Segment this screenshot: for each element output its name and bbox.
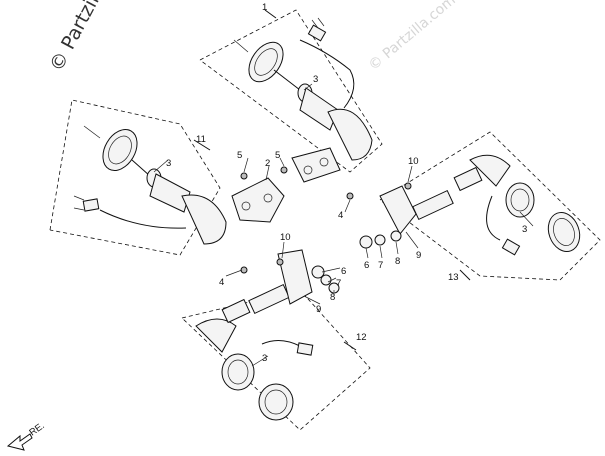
stalk-12 (248, 283, 290, 315)
stalk-13 (412, 189, 454, 221)
lens-cover-1 (327, 108, 373, 161)
callout-11: 11 (196, 134, 206, 145)
callout-3-assembly-1: 3 (313, 74, 318, 85)
callout-7-lower: 7 (336, 278, 341, 289)
signal-assembly-13 (359, 131, 601, 281)
callout-5-right: 5 (275, 150, 280, 161)
lens-11 (102, 129, 138, 171)
direction-label: RE. (27, 420, 46, 438)
nut-8b (328, 282, 340, 294)
callout-10-lower: 10 (280, 232, 291, 243)
signal-assembly-11 (49, 99, 227, 256)
lens-1 (248, 41, 284, 83)
housing-1 (299, 87, 339, 131)
housing-13 (453, 166, 483, 192)
bolt-5b (280, 166, 288, 174)
signal-assembly-1 (199, 9, 383, 183)
callout-10-right: 10 (408, 156, 419, 167)
plate-9b (277, 249, 313, 305)
direction-arrow-icon (6, 433, 33, 451)
housing-11 (149, 173, 191, 213)
callout-7-right: 7 (378, 260, 383, 271)
nut-8a (390, 230, 402, 242)
callout-13: 13 (448, 272, 459, 283)
callout-8-right: 8 (395, 256, 400, 267)
bolt-10b (276, 258, 284, 266)
callout-9-right: 9 (416, 250, 421, 261)
leader-lines (153, 83, 534, 367)
bolt-4b (240, 266, 248, 274)
plate-9a (379, 185, 417, 235)
reflector-13 (547, 212, 581, 252)
callout-6-right: 6 (364, 260, 369, 271)
lens-cover-12 (195, 318, 237, 353)
callout-4-lower: 4 (219, 277, 224, 288)
reflector-12 (258, 383, 294, 421)
lens-13 (505, 182, 535, 218)
connector-11 (82, 198, 100, 212)
housing-12 (221, 298, 251, 324)
bolt-5a (240, 172, 248, 180)
washer-6a (359, 235, 373, 249)
mount-bracket-2 (231, 177, 285, 223)
callout-5-left: 5 (237, 150, 242, 161)
connector-1 (307, 24, 327, 42)
callout-8-lower: 8 (330, 292, 335, 303)
spacer-7b (320, 274, 332, 286)
callout-labels: 1 2 3 3 3 3 4 4 5 5 6 6 7 7 8 8 9 9 10 1… (166, 2, 527, 364)
signal-assembly-12 (181, 249, 371, 431)
callout-4-upper: 4 (338, 210, 343, 221)
connector-12 (296, 342, 314, 356)
washer-6b (311, 265, 325, 279)
callout-12: 12 (356, 332, 367, 343)
spacer-7a (374, 234, 386, 246)
callout-3-assembly-11: 3 (166, 158, 171, 169)
callout-2: 2 (265, 158, 270, 169)
callout-1: 1 (262, 2, 267, 13)
lens-12 (221, 353, 255, 391)
bolt-4a (346, 192, 354, 200)
lens-cover-11 (181, 194, 227, 245)
bracket-1 (291, 147, 341, 183)
rear-direction-indicator: RE. (6, 420, 47, 451)
callout-9-lower: 9 (316, 304, 321, 315)
callout-6-lower: 6 (341, 266, 346, 277)
lens-cover-13 (469, 154, 511, 187)
center-mount (231, 166, 354, 223)
connector-13 (501, 238, 521, 256)
bolt-10a (404, 182, 412, 190)
callout-3-assembly-13: 3 (522, 224, 527, 235)
callout-3-assembly-12: 3 (262, 353, 267, 364)
